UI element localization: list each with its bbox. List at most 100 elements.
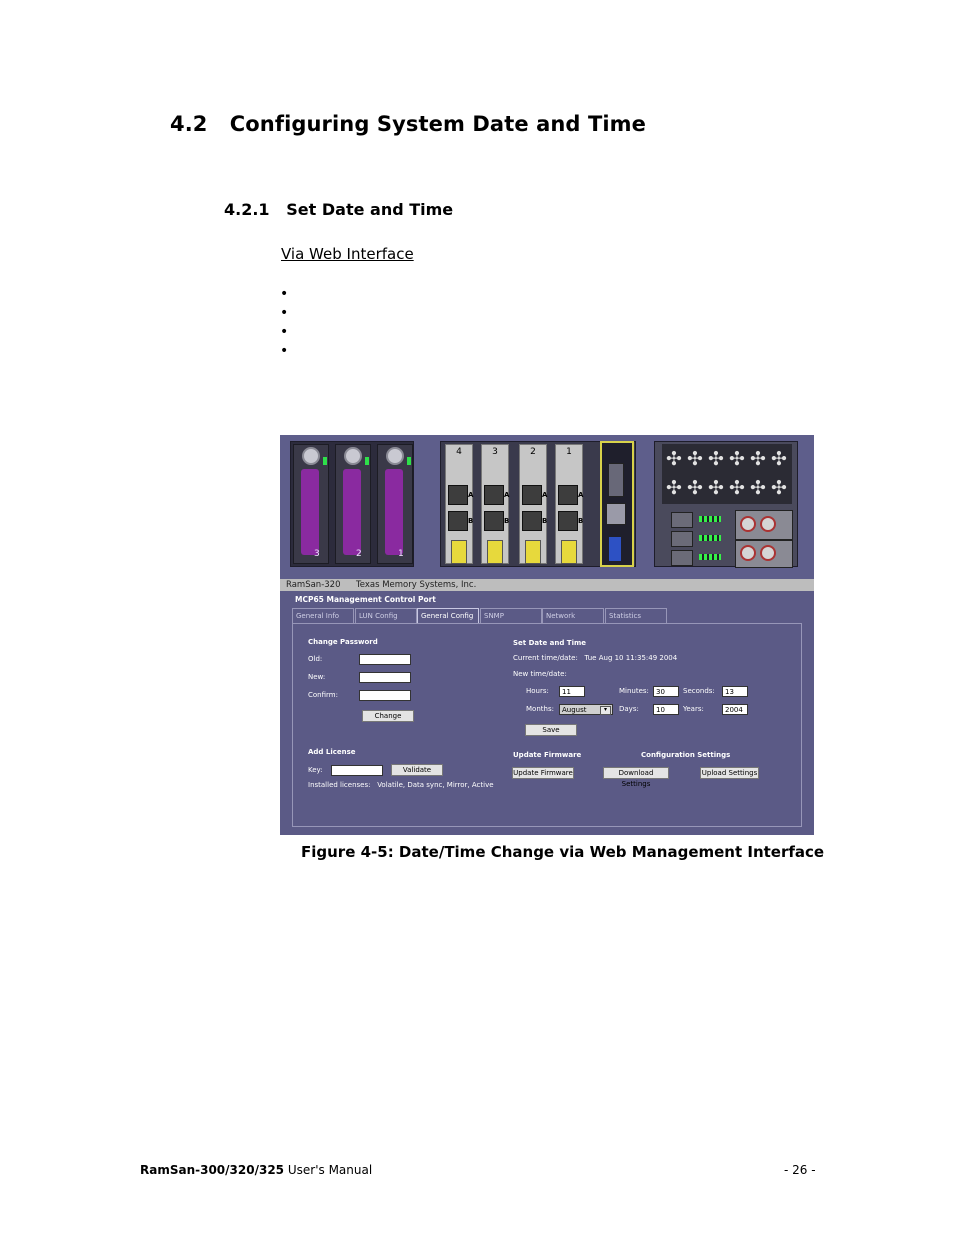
tab-bar: General Info LUN Config General Config S… [292, 608, 672, 623]
status-led-icon [699, 554, 721, 560]
hardware-front-panel: 3 2 1 4 A B [280, 435, 814, 579]
installed-licenses-label: Installed licenses: [308, 781, 371, 789]
fan-tray: ✣ ✣ ✣ ✣ ✣ ✣ ✣ ✣ ✣ ✣ ✣ ✣ [662, 444, 792, 504]
seconds-input[interactable]: 13 [722, 686, 748, 697]
battery-module [671, 531, 693, 547]
fc-card: 3 A B [481, 444, 509, 564]
psu-dial-icon [760, 545, 776, 561]
port-label: B [542, 517, 548, 525]
fan-icon: ✣ [666, 477, 682, 499]
save-date-button[interactable]: Save [525, 724, 577, 736]
fan-icon: ✣ [750, 477, 766, 499]
footer-manual-label: User's Manual [284, 1163, 373, 1177]
drive-knob-icon [386, 447, 404, 465]
fan-psu-bay: ✣ ✣ ✣ ✣ ✣ ✣ ✣ ✣ ✣ ✣ ✣ ✣ [654, 441, 798, 568]
months-label: Months: [526, 705, 554, 713]
tab-general-info[interactable]: General Info [292, 608, 354, 623]
confirm-password-input[interactable] [359, 690, 411, 701]
section-title: Configuring System Date and Time [229, 112, 646, 136]
tab-general-config[interactable]: General Config [417, 608, 479, 623]
tab-snmp[interactable]: SNMP [480, 608, 542, 623]
fc-tag-icon [487, 540, 503, 564]
new-password-input[interactable] [359, 672, 411, 683]
current-time-label: Current time/date: [513, 654, 578, 662]
serial-port-icon [608, 463, 624, 497]
card-number: 2 [530, 447, 536, 457]
port-label: B [468, 517, 474, 525]
drive-module: 1 [377, 444, 413, 564]
subsection-number: 4.2.1 [224, 200, 270, 219]
via-web-interface-heading: Via Web Interface [281, 245, 414, 263]
current-time-value: Tue Aug 10 11:35:49 2004 [584, 654, 678, 662]
status-led-icon [365, 457, 369, 465]
power-supply [735, 510, 793, 540]
mcp-card [600, 441, 634, 567]
upload-settings-button[interactable]: Upload Settings [700, 767, 759, 779]
hours-input[interactable]: 11 [559, 686, 585, 697]
port-label: B [504, 517, 510, 525]
change-password-title: Change Password [308, 638, 378, 646]
download-settings-button[interactable]: Download Settings [603, 767, 669, 788]
minutes-label: Minutes: [619, 687, 649, 695]
hours-label: Hours: [526, 687, 549, 695]
tab-lun-config[interactable]: LUN Config [355, 608, 417, 623]
ui-heading: MCP65 Management Control Port [295, 595, 436, 604]
product-name: RamSan-320 [286, 580, 341, 590]
years-label: Years: [683, 705, 704, 713]
window-titlebar: RamSan-320 Texas Memory Systems, Inc. [280, 579, 814, 591]
license-key-input[interactable] [331, 765, 383, 776]
port-label: A [468, 491, 474, 499]
drive-number: 3 [314, 549, 320, 559]
drive-knob-icon [302, 447, 320, 465]
minutes-input[interactable]: 30 [653, 686, 679, 697]
set-date-title: Set Date and Time [513, 639, 587, 647]
subsection-title: Set Date and Time [286, 200, 454, 219]
psu-dial-icon [760, 516, 776, 532]
card-number: 1 [566, 447, 572, 457]
bullet-item: • [280, 286, 289, 302]
confirm-password-label: Confirm: [308, 691, 338, 699]
fc-port-icon [558, 511, 578, 531]
days-input[interactable]: 10 [653, 704, 679, 715]
status-led-icon [699, 516, 721, 522]
tab-network[interactable]: Network [542, 608, 604, 623]
months-select[interactable]: August ▾ [559, 704, 613, 715]
status-led-icon [323, 457, 327, 465]
new-time-label: New time/date: [513, 670, 567, 678]
status-led-icon [407, 457, 411, 465]
change-password-button[interactable]: Change [362, 710, 414, 722]
old-password-input[interactable] [359, 654, 411, 665]
port-label: A [504, 491, 510, 499]
drive-module: 2 [335, 444, 371, 564]
footer-product: RamSan-300/320/325 [140, 1163, 285, 1177]
validate-button[interactable]: Validate [391, 764, 443, 776]
card-number: 4 [456, 447, 462, 457]
fan-icon: ✣ [729, 477, 745, 499]
psu-dial-icon [740, 516, 756, 532]
fan-icon: ✣ [729, 448, 745, 470]
fc-port-icon [522, 485, 542, 505]
battery-module [671, 550, 693, 566]
company-name: Texas Memory Systems, Inc. [356, 580, 477, 590]
fc-tag-icon [525, 540, 541, 564]
current-time: Current time/date: Tue Aug 10 11:35:49 2… [513, 654, 677, 662]
fc-tag-icon [451, 540, 467, 564]
footer-page-number: - 26 - [784, 1163, 816, 1177]
drive-handle [385, 469, 403, 555]
months-selected-value: August [562, 706, 587, 714]
mcp-tag-icon [609, 537, 621, 561]
tab-statistics[interactable]: Statistics [605, 608, 667, 623]
fc-port-icon [522, 511, 542, 531]
fan-icon: ✣ [708, 448, 724, 470]
dropdown-arrow-icon[interactable]: ▾ [600, 706, 611, 715]
psu-dial-icon [740, 545, 756, 561]
footer-manual-title: RamSan-300/320/325 User's Manual [140, 1163, 372, 1177]
days-label: Days: [619, 705, 639, 713]
update-firmware-button[interactable]: Update Firmware [512, 767, 574, 779]
ethernet-port-icon [606, 503, 626, 525]
fc-port-icon [484, 485, 504, 505]
years-input[interactable]: 2004 [722, 704, 748, 715]
bullet-item: • [280, 324, 289, 340]
fc-port-icon [484, 511, 504, 531]
section-number: 4.2 [170, 112, 208, 136]
